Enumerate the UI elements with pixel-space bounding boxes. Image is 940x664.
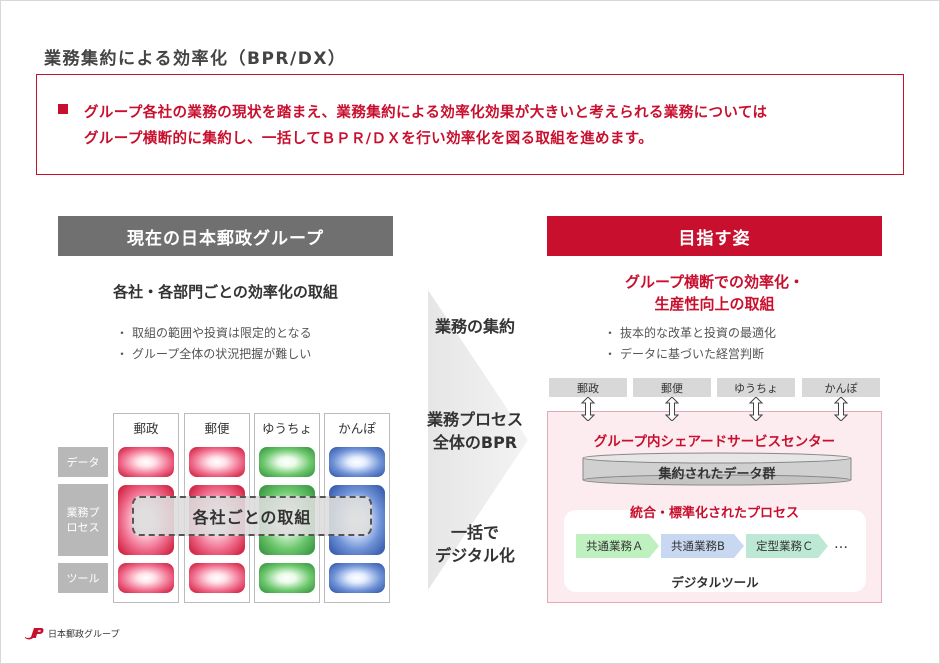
jp-logo-icon <box>25 628 44 640</box>
column-head-yucho: ゆうちょ <box>261 421 312 436</box>
company-box-yucho: ゆうちょ <box>717 378 795 397</box>
tile-kampo-data <box>329 447 385 477</box>
column-head-yubin: 郵便 <box>204 421 230 436</box>
double-arrow-icon <box>749 397 763 421</box>
column-head-yusei: 郵政 <box>133 421 159 436</box>
tile-yusei-tool <box>118 563 174 593</box>
summary-line-2: グループ横断的に集約し、一括してＢＰＲ/ＤＸを行い効率化を図る取組を進めます。 <box>84 131 654 147</box>
target-bullet-1: 抜本的な改革と投資の最適化 <box>604 324 776 341</box>
company-box-yusei: 郵政 <box>549 378 627 397</box>
company-logo-text: 日本郵政グループ <box>48 630 120 640</box>
double-arrow-icon <box>665 397 679 421</box>
summary-box <box>36 74 904 175</box>
tile-yucho-data <box>259 447 315 477</box>
target-bullet-2: データに基づいた経営判断 <box>604 345 764 362</box>
row-label-data: データ <box>58 447 108 477</box>
each-company-overlay: 各社ごとの取組 <box>132 496 372 536</box>
square-bullet-icon <box>58 104 68 114</box>
double-arrow-icon <box>834 397 848 421</box>
tile-yubin-data <box>189 447 245 477</box>
process-chevron-c: 定型業務Ｃ <box>746 534 828 558</box>
tile-yubin-tool <box>189 563 245 593</box>
aggregated-data-label: 集約されたデータ群 <box>658 467 776 482</box>
digital-tool-label: デジタルツール <box>671 575 759 590</box>
double-arrow-icon <box>581 397 595 421</box>
current-state-header: 現在の日本郵政グループ <box>58 216 393 256</box>
summary-line-1: グループ各社の業務の現状を踏まえ、業務集約による効率化効果が大きいと考えられる業… <box>84 105 768 121</box>
database-cylinder-icon <box>582 452 852 486</box>
column-head-kampo: かんぽ <box>338 421 376 436</box>
current-bullet-1: 取組の範囲や投資は限定的となる <box>116 324 312 341</box>
target-subtitle-line-2: 生産性向上の取組 <box>654 295 775 313</box>
chevron-arrow-icon <box>428 290 528 590</box>
target-subtitle-line-1: グループ横断での効率化・ <box>624 273 805 291</box>
tile-kampo-tool <box>329 563 385 593</box>
current-state-subtitle: 各社・各部門ごとの効率化の取組 <box>113 283 338 301</box>
middle-label-1: 業務の集約 <box>434 317 515 336</box>
row-label-process: 業務プロセス <box>58 484 108 556</box>
company-box-kampo: かんぽ <box>802 378 880 397</box>
middle-label-3: 一括で デジタル化 <box>435 523 515 565</box>
current-bullet-2: グループ全体の状況把握が難しい <box>116 345 311 362</box>
process-title: 統合・標準化されたプロセス <box>629 506 799 521</box>
process-chevron-a: 共通業務Ａ <box>576 534 659 558</box>
tile-yusei-data <box>118 447 174 477</box>
process-chevron-b: 共通業務B <box>661 534 744 558</box>
row-label-tool: ツール <box>58 563 108 593</box>
middle-label-2: 業務プロセス 全体のBPR <box>426 410 523 452</box>
page-title: 業務集約による効率化（BPR/DX） <box>44 49 347 69</box>
company-box-yubin: 郵便 <box>633 378 711 397</box>
target-state-header: 目指す姿 <box>547 216 882 256</box>
tile-yucho-tool <box>259 563 315 593</box>
process-ellipsis: … <box>834 536 848 552</box>
ssc-title: グループ内シェアードサービスセンター <box>593 434 836 450</box>
